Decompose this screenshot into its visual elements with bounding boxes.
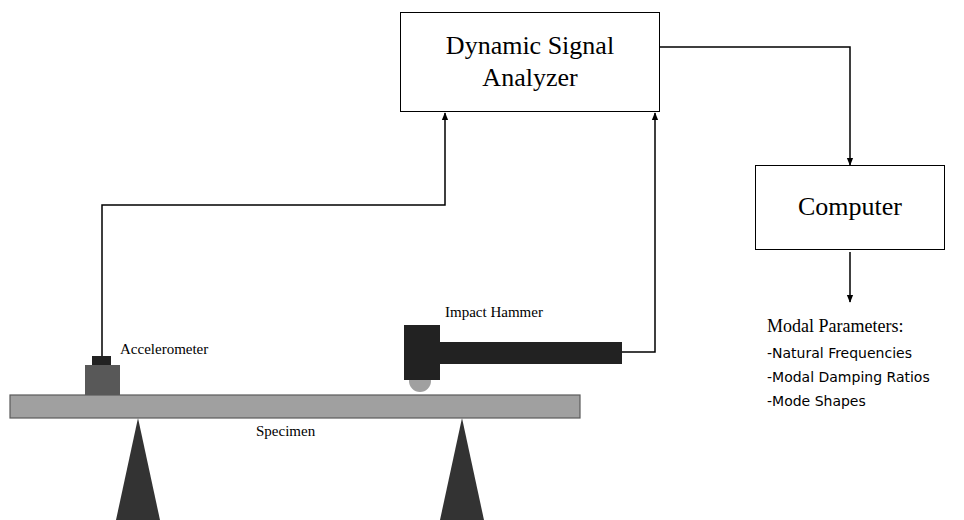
signal-connector bbox=[660, 47, 850, 165]
accelerometer-cable bbox=[102, 113, 445, 356]
part-label: -Mode Shapes bbox=[767, 393, 866, 409]
process-box: Computer bbox=[755, 165, 945, 250]
part-label: -Modal Damping Ratios bbox=[767, 369, 930, 385]
part-label: Impact Hammer bbox=[445, 304, 543, 321]
support bbox=[116, 418, 160, 520]
accelerometer-body bbox=[85, 365, 120, 395]
box-label: Computer bbox=[798, 191, 902, 224]
part-label: -Natural Frequencies bbox=[767, 345, 912, 361]
accelerometer-connector bbox=[92, 356, 111, 365]
support bbox=[440, 418, 484, 520]
part-label: Modal Parameters: bbox=[767, 316, 903, 337]
hammer-head bbox=[404, 325, 440, 380]
box-label: Dynamic Signal Analyzer bbox=[430, 30, 630, 95]
output-arrow bbox=[849, 252, 851, 302]
process-box: Dynamic Signal Analyzer bbox=[400, 12, 660, 112]
part-label: Accelerometer bbox=[120, 341, 208, 358]
hammer-handle bbox=[440, 342, 622, 364]
hammer-cable bbox=[622, 113, 655, 352]
specimen-beam bbox=[10, 395, 580, 418]
part-label: Specimen bbox=[256, 423, 315, 440]
